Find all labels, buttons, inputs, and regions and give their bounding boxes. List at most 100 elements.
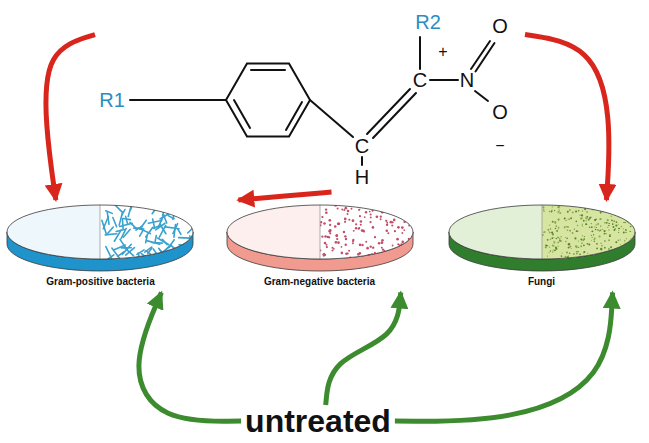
- coccus-bacterium: [360, 224, 362, 226]
- fungal-spot: [603, 207, 604, 208]
- coccus-bacterium: [409, 254, 411, 256]
- fungal-spot: [612, 254, 614, 256]
- rod-bacterium: [128, 206, 131, 216]
- fungal-spot: [620, 244, 621, 245]
- fungal-spot: [554, 221, 556, 223]
- fungal-spot: [588, 219, 590, 221]
- fungal-spot: [552, 234, 553, 235]
- fungal-spot: [575, 245, 577, 247]
- fungal-spot: [614, 206, 616, 208]
- ring-double-bond: [286, 102, 302, 130]
- coccus-bacterium: [386, 222, 388, 224]
- rod-bacterium: [103, 216, 108, 228]
- fungal-spot: [629, 247, 630, 248]
- fungal-spot: [568, 243, 570, 245]
- fungal-spot: [628, 247, 630, 249]
- fungal-spot: [603, 254, 605, 256]
- fungal-spot: [573, 205, 574, 206]
- coccus-bacterium: [336, 234, 339, 237]
- bond: [361, 157, 363, 165]
- molecule-structure: R2+OR1CNO−CH: [95, 0, 525, 192]
- coccus-bacterium: [397, 243, 399, 245]
- fungal-spot: [631, 247, 632, 248]
- coccus-bacterium: [370, 216, 372, 218]
- fungal-spot: [594, 219, 596, 221]
- rod-bacterium: [122, 219, 124, 229]
- fungal-spot: [600, 229, 601, 230]
- ring-double-bond: [251, 69, 285, 71]
- rod-bacterium: [116, 229, 124, 231]
- dish-top: [227, 205, 413, 259]
- fungal-spot: [604, 247, 606, 249]
- rod-bacterium: [141, 254, 149, 260]
- fungal-spot: [588, 244, 590, 246]
- fungal-spot: [558, 228, 559, 229]
- coccus-bacterium: [392, 221, 394, 223]
- rod-bacterium: [126, 216, 128, 223]
- fungal-spot: [558, 206, 560, 208]
- double-bond: [373, 93, 416, 138]
- coccus-bacterium: [370, 246, 372, 248]
- fungal-spot: [569, 219, 570, 220]
- coccus-bacterium: [376, 215, 379, 218]
- fungal-spot: [604, 233, 605, 234]
- coccus-bacterium: [375, 205, 377, 207]
- rod-bacterium: [155, 236, 156, 243]
- fungal-spot: [600, 218, 602, 220]
- fungal-spot: [550, 238, 551, 239]
- coccus-bacterium: [321, 216, 323, 218]
- coccus-bacterium: [332, 247, 334, 249]
- coccus-bacterium: [357, 253, 360, 256]
- fungal-spot: [567, 229, 569, 231]
- fungal-spot: [576, 253, 578, 255]
- fungal-spot: [625, 229, 627, 231]
- rod-bacterium: [106, 211, 112, 214]
- group-label: untreated: [245, 405, 391, 437]
- rod-bacterium: [178, 229, 181, 234]
- fungal-spot: [630, 208, 632, 210]
- fungal-spot: [550, 228, 551, 229]
- coccus-bacterium: [345, 244, 347, 246]
- coccus-bacterium: [360, 220, 363, 223]
- fungal-spot: [610, 206, 611, 207]
- fungal-spot: [565, 220, 566, 221]
- fungal-spot: [543, 231, 544, 232]
- coccus-bacterium: [352, 219, 355, 222]
- fungal-spot: [610, 215, 611, 216]
- fungal-spot: [585, 218, 586, 219]
- coccus-bacterium: [405, 246, 407, 248]
- coccus-bacterium: [407, 215, 409, 217]
- bond: [419, 37, 421, 69]
- rod-bacterium: [107, 227, 113, 234]
- dish-divider: [320, 205, 321, 259]
- fungal-spot: [619, 257, 620, 258]
- fungal-spot: [564, 226, 566, 228]
- coccus-bacterium: [396, 238, 399, 241]
- fungal-spot: [558, 218, 560, 220]
- coccus-bacterium: [336, 238, 338, 240]
- coccus-bacterium: [366, 247, 369, 250]
- fungal-spot: [623, 228, 624, 229]
- fungal-spot: [604, 240, 606, 242]
- fungal-spot: [591, 230, 593, 232]
- fungal-spot: [599, 218, 601, 220]
- fungal-spot: [611, 220, 612, 221]
- fungal-spot: [577, 225, 579, 227]
- coccus-bacterium: [408, 211, 410, 213]
- rod-bacterium: [146, 227, 153, 236]
- fungal-spot: [600, 257, 601, 258]
- fungal-spot: [600, 242, 602, 244]
- coccus-bacterium: [387, 204, 389, 206]
- fungal-spot: [626, 248, 628, 250]
- fungal-spot: [589, 226, 591, 228]
- fungal-spot: [602, 229, 603, 230]
- coccus-bacterium: [335, 234, 338, 237]
- fungal-spot: [551, 231, 553, 233]
- coccus-bacterium: [408, 220, 410, 222]
- coccus-bacterium: [380, 218, 382, 220]
- fungal-spot: [551, 209, 552, 210]
- fungal-spot: [625, 246, 627, 248]
- molecule-bonds: [130, 37, 495, 165]
